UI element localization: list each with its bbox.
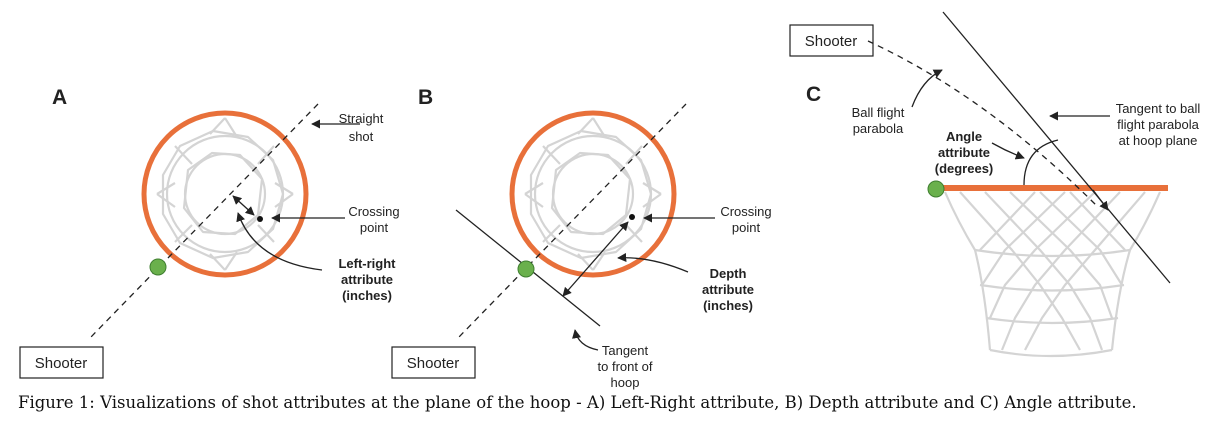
ball-direction-arrow <box>1092 189 1109 211</box>
left-right-attribute-label-2: attribute <box>341 272 393 287</box>
angle-attribute-label-3: (degrees) <box>935 161 994 176</box>
hoop-rim-b <box>509 110 677 278</box>
crossing-point-dot <box>257 216 263 222</box>
crossing-point-label-b-1: Crossing <box>720 204 771 219</box>
tangent-c-label-1: Tangent to ball <box>1116 101 1201 116</box>
depth-attribute-label-2: attribute <box>702 282 754 297</box>
angle-attribute-label-2: attribute <box>938 145 990 160</box>
left-right-attribute-label-1: Left-right <box>338 256 396 271</box>
angle-arc <box>1023 139 1059 186</box>
left-right-attribute-arrow <box>236 212 323 271</box>
panel-c-letter: C <box>806 83 821 106</box>
straight-shot-label-2: shot <box>349 129 374 144</box>
shooter-box-a <box>19 346 104 379</box>
left-right-measure-arrow <box>232 195 255 216</box>
ball-position-dot-c <box>927 180 945 198</box>
angle-attribute-label-1: Angle <box>946 129 982 144</box>
depth-attribute-label-3: (inches) <box>703 298 753 313</box>
tangent-line-c <box>942 11 1171 284</box>
crossing-point-dot-b <box>629 214 635 220</box>
tangent-label-3: hoop <box>611 375 640 390</box>
crossing-point-label-b-2: point <box>732 220 761 235</box>
tangent-label-arrow <box>572 329 599 351</box>
hoop-net-top-view <box>156 117 294 271</box>
depth-attribute-label-1: Depth <box>710 266 747 281</box>
panel-b: B Crossing point Depth attribute (inches… <box>391 86 772 390</box>
ball-flight-label-1: Ball flight <box>852 105 905 120</box>
tangent-c-label-2: flight parabola <box>1117 117 1199 132</box>
left-right-attribute-label-3: (inches) <box>342 288 392 303</box>
hoop-rim <box>141 110 309 278</box>
tangent-c-label-3: at hoop plane <box>1119 133 1198 148</box>
straight-shot-label-1: Straight <box>339 111 384 126</box>
panel-a: A Straight shot Crossing point Left-righ… <box>19 86 400 379</box>
depth-measure-arrow <box>562 221 629 297</box>
ball-position-dot-b <box>517 260 535 278</box>
ball-flight-parabola <box>867 40 1097 206</box>
crossing-point-label-2: point <box>360 220 389 235</box>
ball-flight-label-2: parabola <box>853 121 904 136</box>
panel-a-letter: A <box>52 86 67 109</box>
shooter-label-a: Shooter <box>35 355 88 372</box>
panel-c: C Shooter Ball flight parabola Tangent t… <box>789 11 1201 358</box>
crossing-point-label-1: Crossing <box>348 204 399 219</box>
angle-attribute-arrow <box>991 142 1025 160</box>
shooter-label-c: Shooter <box>805 33 858 50</box>
shooter-box-b <box>391 346 476 379</box>
ball-flight-arrow <box>911 69 943 108</box>
shooter-label-b: Shooter <box>407 355 460 372</box>
shooter-box-c <box>789 24 874 57</box>
panel-b-letter: B <box>418 86 433 109</box>
tangent-label-1: Tangent <box>602 343 649 358</box>
hoop-net-side-view <box>943 191 1162 358</box>
ball-position-dot <box>149 258 167 276</box>
figure-caption: Figure 1: Visualizations of shot attribu… <box>18 393 1137 412</box>
hoop-net-top-view-b <box>524 117 662 271</box>
tangent-label-2: to front of <box>598 359 653 374</box>
depth-attribute-arrow <box>617 252 689 273</box>
